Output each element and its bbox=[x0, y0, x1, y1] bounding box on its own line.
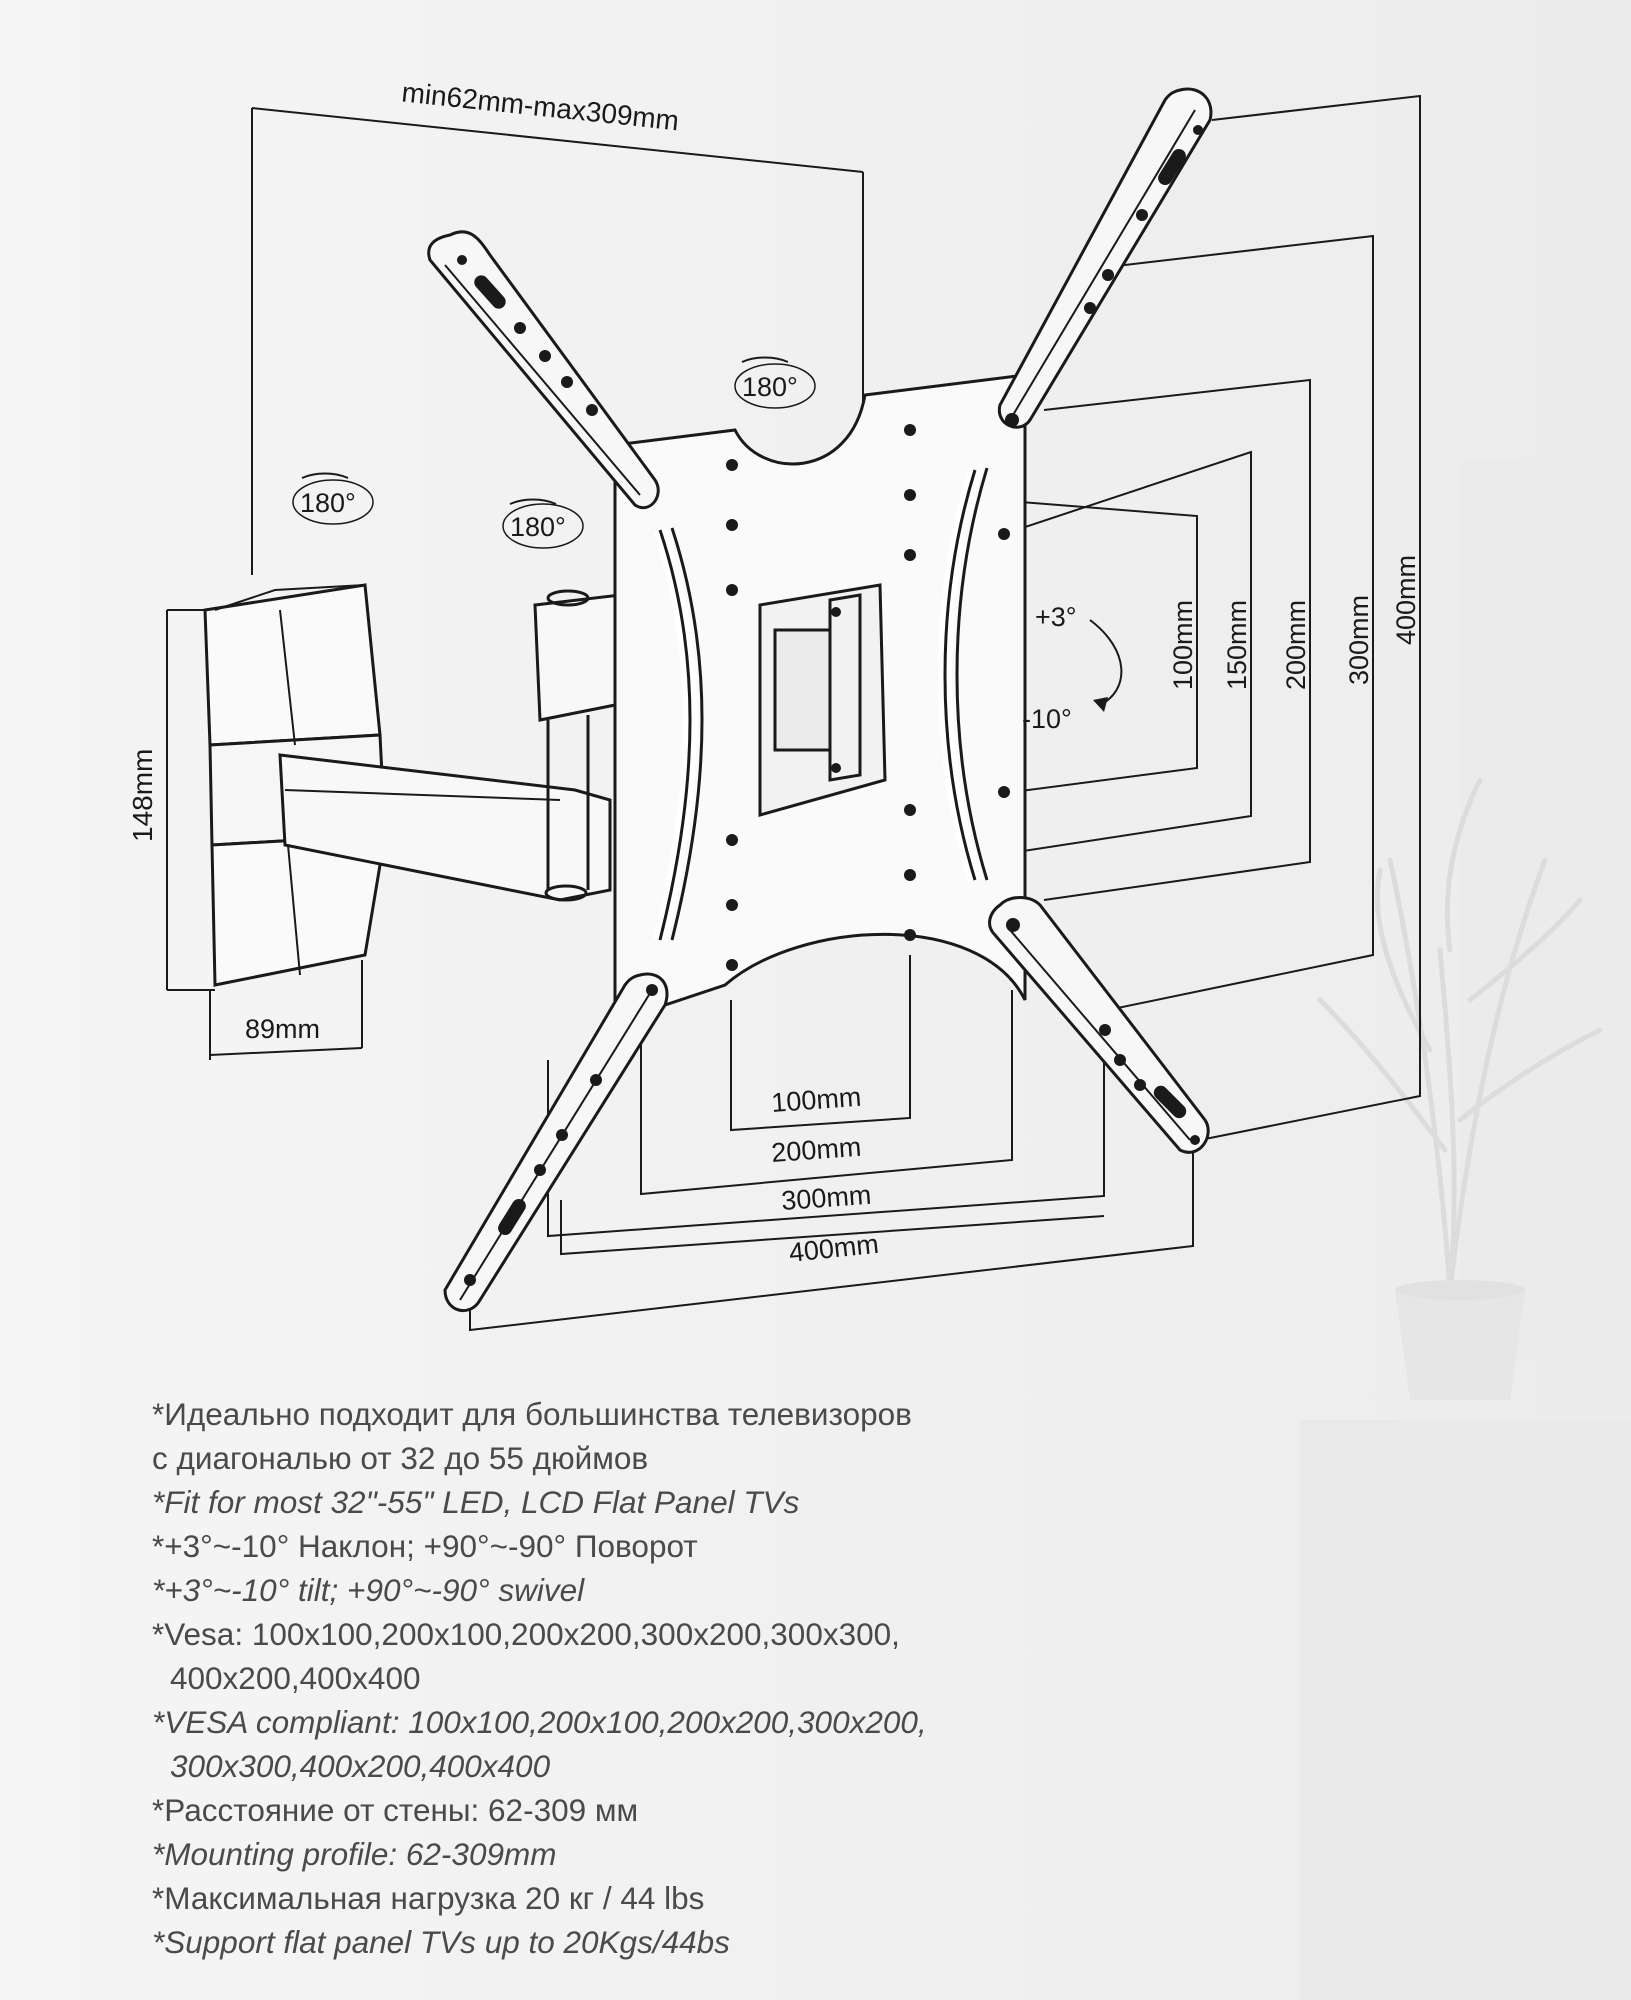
mounting-arm-bottom-right bbox=[988, 896, 1210, 1154]
spec-line: *Идеально подходит для большинства телев… bbox=[152, 1396, 912, 1432]
mounting-arm-bottom-left bbox=[443, 972, 669, 1312]
vertical-dimension-label: 400mm bbox=[1391, 555, 1421, 645]
horizontal-dimension-label: 200mm bbox=[770, 1132, 862, 1168]
mounting-arm-top-right bbox=[997, 87, 1213, 429]
rotation-arrows bbox=[301, 356, 789, 505]
plate-holes bbox=[726, 424, 1010, 971]
tilt-arc-icon bbox=[1089, 619, 1123, 706]
tv-plate bbox=[613, 373, 1027, 1012]
depth-dimension-label: 89mm bbox=[245, 1014, 320, 1044]
spec-line: с диагональю от 32 до 55 дюймов bbox=[152, 1440, 649, 1476]
spec-line: *+3°~-10° Наклон; +90°~-90° Поворот bbox=[152, 1528, 698, 1564]
horizontal-dimension-label: 300mm bbox=[780, 1180, 872, 1216]
spec-line: 300x300,400x200,400x400 bbox=[170, 1748, 551, 1784]
height-dimension-label: 148mm bbox=[127, 749, 158, 842]
rotation-label-arm-inner: 180° bbox=[510, 512, 566, 542]
spec-line: *Vesa: 100x100,200x100,200x200,300x200,3… bbox=[152, 1616, 900, 1652]
rotation-label-arm-outer: 180° bbox=[300, 488, 356, 518]
wall-mount-diagram: min62mm-max309mm 180° 180° 180° +3° -10°… bbox=[127, 76, 1421, 1332]
spec-line: *Максимальная нагрузка 20 кг / 44 lbs bbox=[152, 1880, 705, 1916]
rotation-labels: 180° 180° 180° bbox=[292, 363, 816, 549]
horizontal-dimension-label: 400mm bbox=[787, 1229, 880, 1268]
tilt-up-label: +3° bbox=[1035, 602, 1077, 632]
vertical-dimension-label: 150mm bbox=[1222, 600, 1252, 690]
spec-line: *Mounting profile: 62-309mm bbox=[152, 1836, 557, 1872]
horizontal-dimension-labels: 100mm 200mm 300mm 400mm bbox=[770, 1082, 880, 1268]
left-dimension-lines bbox=[166, 609, 363, 1060]
vertical-dimension-label: 100mm bbox=[1168, 600, 1198, 690]
spec-line: *Support flat panel TVs up to 20Kgs/44bs bbox=[152, 1924, 730, 1960]
vertical-dimension-label: 300mm bbox=[1344, 595, 1374, 685]
rotation-label-plate: 180° bbox=[742, 372, 798, 402]
mounting-arm-top-left bbox=[427, 230, 660, 509]
spec-line: 400x200,400x400 bbox=[170, 1660, 421, 1696]
spec-list: *Идеально подходит для большинства телев… bbox=[152, 1392, 1152, 1964]
vertical-dimension-labels: 100mm 150mm 200mm 300mm 400mm bbox=[1168, 555, 1421, 690]
vertical-dimension-lines bbox=[920, 94, 1421, 1141]
spec-line: *Fit for most 32"-55" LED, LCD Flat Pane… bbox=[152, 1484, 800, 1520]
tilt-down-label: -10° bbox=[1022, 704, 1072, 734]
spec-line: *VESA compliant: 100x100,200x100,200x200… bbox=[152, 1704, 927, 1740]
spec-line: *Расстояние от стены: 62-309 мм bbox=[152, 1792, 639, 1828]
horizontal-dimension-label: 100mm bbox=[770, 1082, 862, 1118]
arm-lower bbox=[278, 753, 612, 902]
tilt-arrow-head-icon bbox=[1093, 697, 1108, 712]
spec-line: *+3°~-10° tilt; +90°~-90° swivel bbox=[152, 1572, 585, 1608]
vertical-dimension-label: 200mm bbox=[1281, 600, 1311, 690]
top-dimension-lines bbox=[251, 107, 864, 575]
